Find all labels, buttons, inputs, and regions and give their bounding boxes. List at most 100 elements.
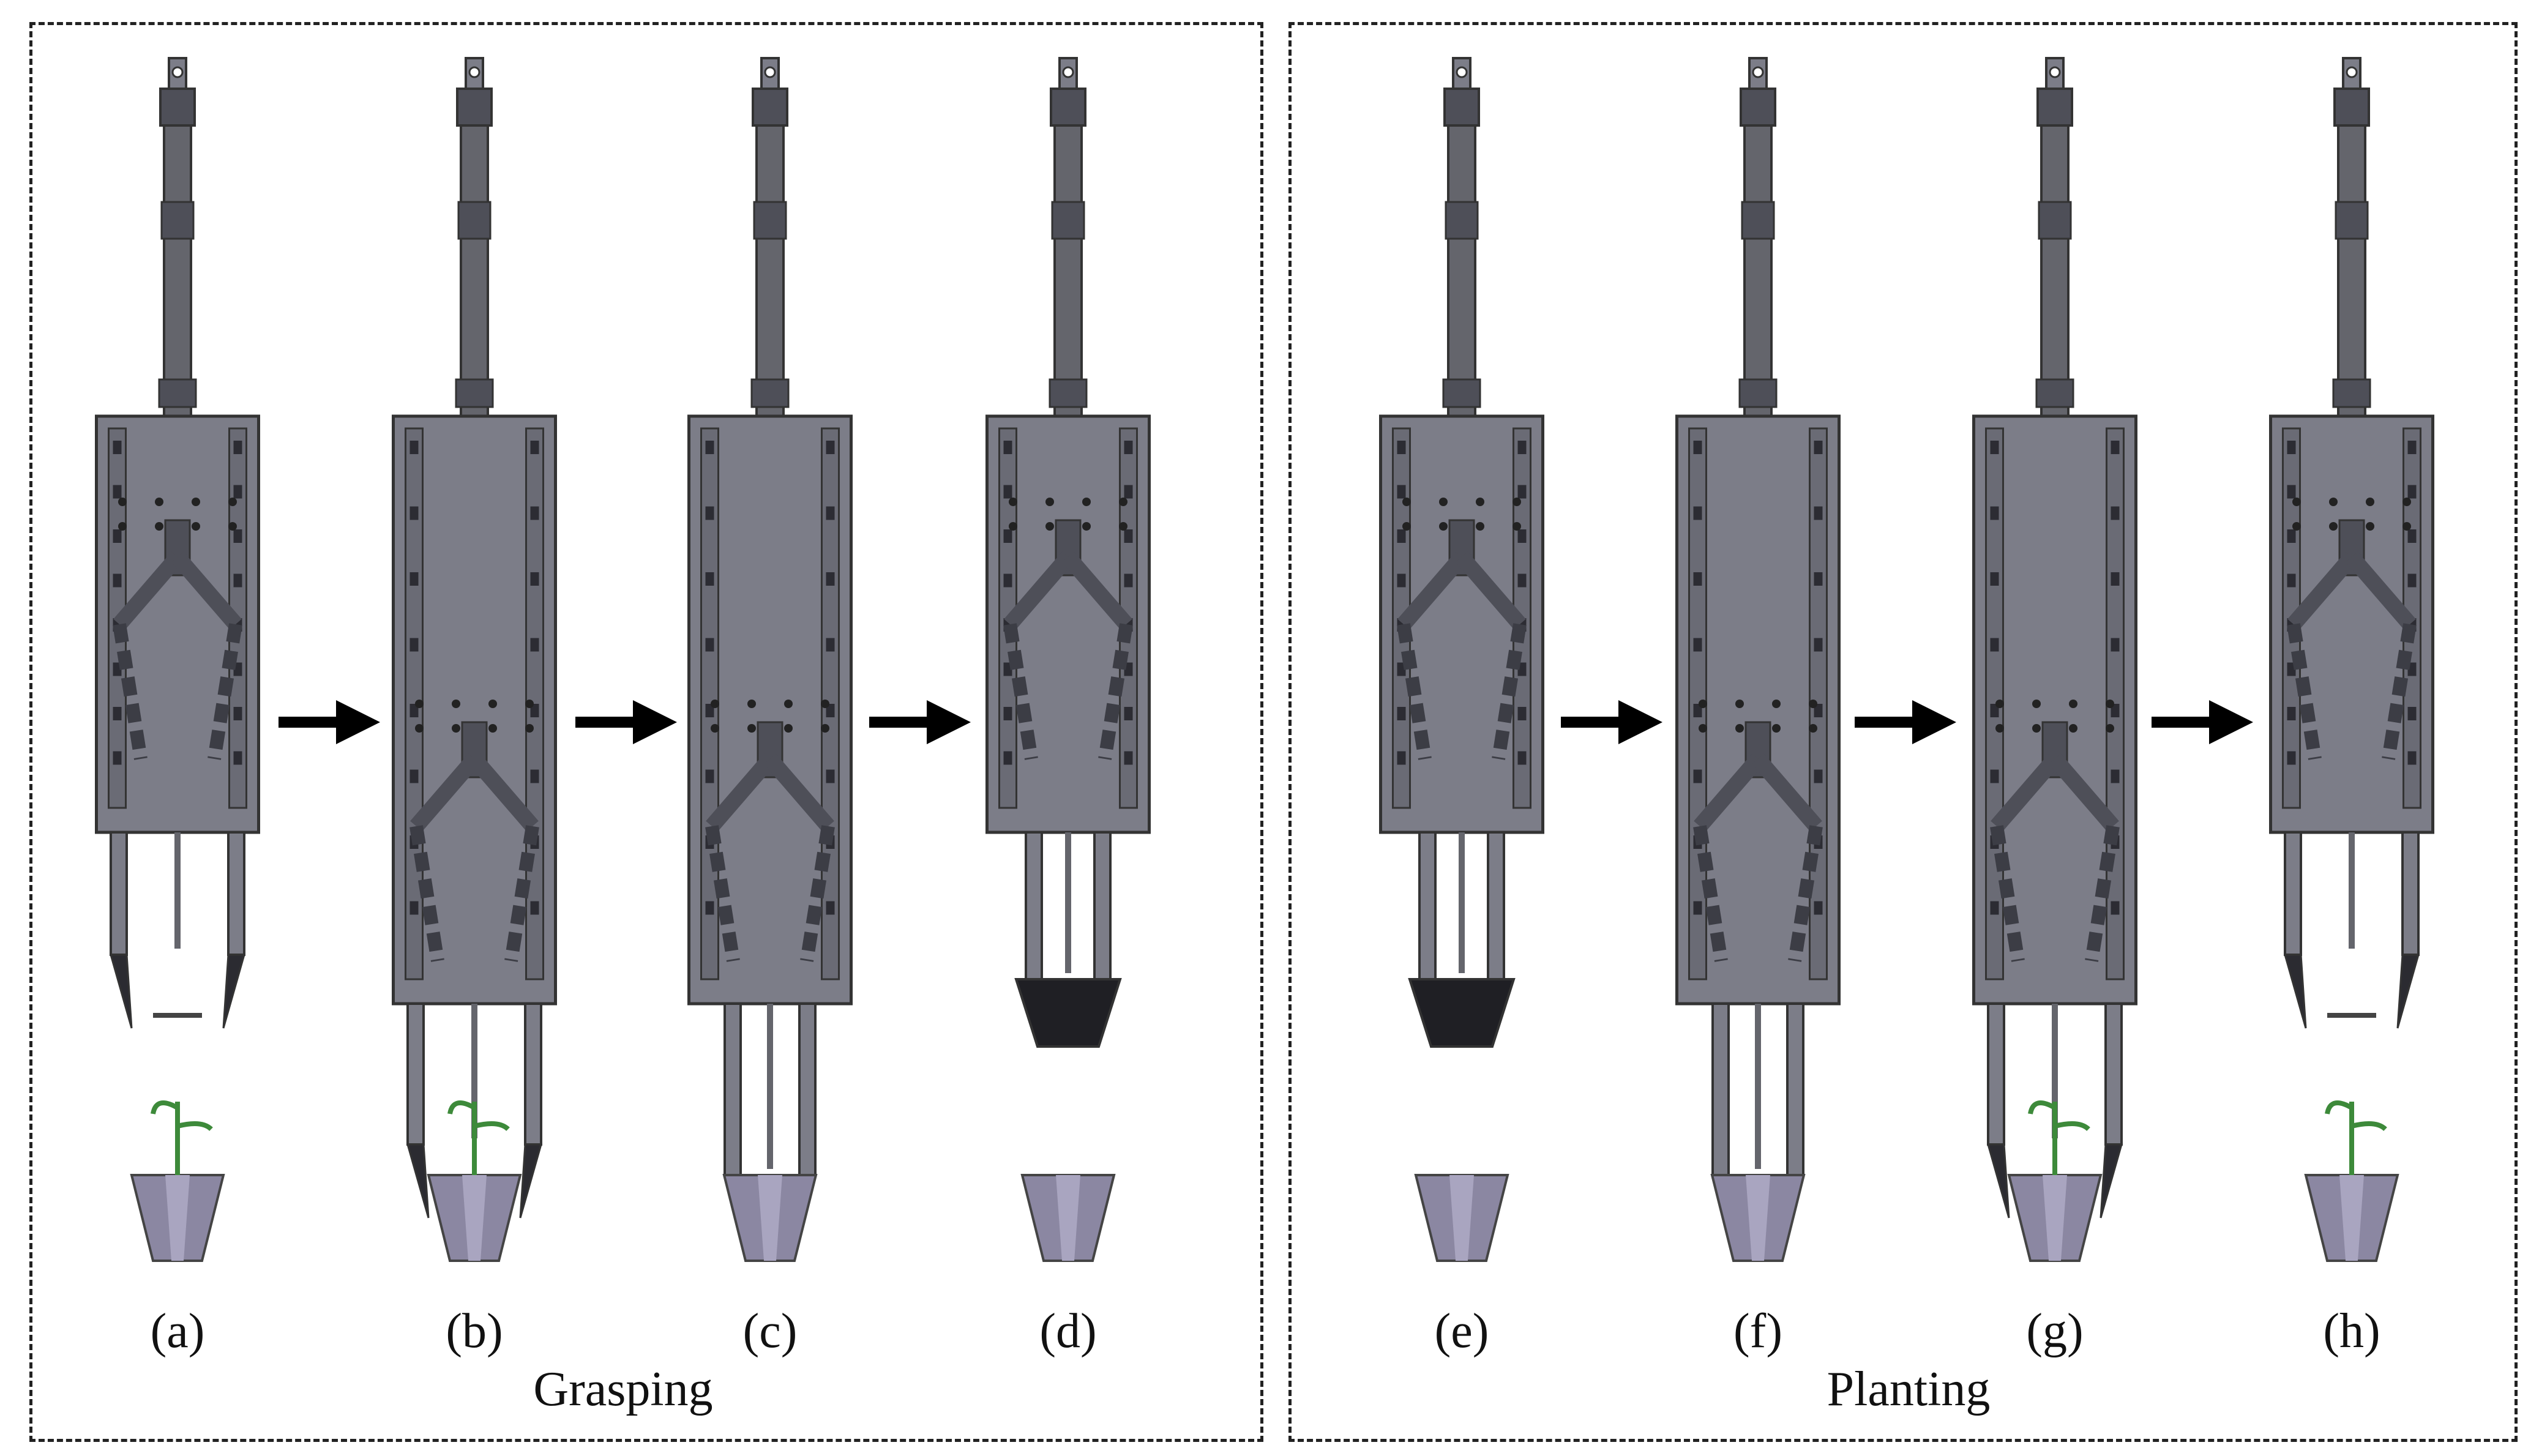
seedling-leaf-left <box>447 1100 476 1114</box>
cylinder-eye <box>1456 66 1468 78</box>
grasping-panel <box>29 22 1263 1442</box>
cylinder-collar <box>1445 201 1479 240</box>
rail-slot <box>530 769 539 783</box>
bolt-hole <box>488 700 497 708</box>
bolt-hole <box>2329 522 2338 531</box>
bolt-hole <box>415 700 424 708</box>
rail-slot <box>1814 506 1823 520</box>
bolt-hole <box>747 724 756 733</box>
bolt-hole <box>488 724 497 733</box>
rail-slot <box>409 901 419 915</box>
rail-slot <box>409 506 419 520</box>
linkage-arm-left <box>1004 551 1074 630</box>
bolt-hole <box>1402 522 1411 531</box>
rail-slot <box>1814 901 1823 915</box>
finger-right <box>1786 1002 1804 1176</box>
linkage-arm-left <box>410 753 481 832</box>
rail-slot <box>1124 485 1133 499</box>
rail-slot <box>1990 901 1999 915</box>
rail-slot <box>2407 573 2417 588</box>
bolt-hole <box>415 724 424 733</box>
seedling-leaf-right <box>177 1121 213 1132</box>
bolt-hole <box>118 522 127 531</box>
cylinder-mount <box>1049 378 1088 408</box>
cylinder-head <box>456 88 493 127</box>
cylinder-barrel <box>755 124 785 430</box>
rail-slot <box>1397 751 1406 765</box>
pot-highlight <box>2339 1175 2364 1261</box>
cylinder-barrel <box>2040 124 2070 430</box>
cylinder-mount <box>1738 378 1778 408</box>
bolt-hole <box>228 498 237 506</box>
cylinder-head <box>159 88 196 127</box>
rail-slot <box>2287 751 2296 765</box>
rail-slot <box>2111 638 2120 652</box>
rail-slot <box>705 901 714 915</box>
bolt-hole <box>821 724 829 733</box>
cylinder-eye <box>1752 66 1764 78</box>
chain-right <box>504 825 539 962</box>
caption-e: (e) <box>1434 1304 1489 1358</box>
bolt-hole <box>1439 498 1448 506</box>
rail-slot <box>1693 441 1702 454</box>
bolt-hole <box>1476 522 1484 531</box>
rail-slot <box>1517 751 1527 765</box>
bolt-hole <box>1735 700 1744 708</box>
finger-left <box>1025 831 1043 980</box>
stage-d <box>985 57 1151 1262</box>
bolt-hole <box>2403 522 2411 531</box>
finger-right <box>1093 831 1112 980</box>
rail-slot <box>1814 769 1823 783</box>
cylinder-collar <box>753 201 787 240</box>
rail-slot <box>113 441 122 454</box>
chain-left <box>1003 623 1038 760</box>
rail-slot <box>113 529 122 543</box>
plunger <box>2349 832 2355 949</box>
finger-left <box>110 831 128 956</box>
rail-slot <box>826 572 835 586</box>
cylinder-collar <box>2335 201 2369 240</box>
rail-slot <box>2287 707 2296 720</box>
cylinder-eye <box>171 66 184 78</box>
rail-slot <box>1003 707 1012 720</box>
stage-a <box>95 57 260 1262</box>
rail-slot <box>705 769 714 783</box>
finger-right <box>227 831 245 956</box>
pot-highlight <box>1746 1175 1770 1261</box>
rail-slot <box>1397 573 1406 588</box>
rail-slot <box>1990 638 1999 652</box>
bolt-hole <box>452 724 460 733</box>
stage-h <box>2269 57 2434 1262</box>
bolt-hole <box>192 522 200 531</box>
chain-right <box>2382 623 2417 760</box>
closed-claw <box>1014 978 1122 1048</box>
bolt-hole <box>2403 498 2411 506</box>
cylinder-mount <box>2035 378 2074 408</box>
cylinder-collar <box>1051 201 1085 240</box>
linkage-arm-right <box>1752 753 1822 832</box>
finger-right <box>798 1002 817 1176</box>
bolt-hole <box>784 700 793 708</box>
chain-left <box>1990 825 2025 962</box>
cylinder-mount <box>455 378 494 408</box>
bolt-hole <box>2032 724 2041 733</box>
tip-left <box>406 1143 430 1219</box>
rail-slot <box>2111 441 2120 454</box>
bolt-hole <box>1476 498 1484 506</box>
rail-slot <box>826 769 835 783</box>
bolt-hole <box>1009 498 1017 506</box>
bolt-hole <box>2032 700 2041 708</box>
cylinder-mount <box>2332 378 2371 408</box>
closed-claw <box>1408 978 1516 1048</box>
pot-highlight <box>165 1175 190 1261</box>
stage-c <box>687 57 853 1262</box>
cylinder-mount <box>1442 378 1481 408</box>
rail-slot <box>1003 573 1012 588</box>
linkage-arm-right <box>1062 551 1132 630</box>
linkage-arm-right <box>171 551 242 630</box>
bolt-hole <box>155 498 163 506</box>
rail-slot <box>2287 573 2296 588</box>
cylinder-collar <box>457 201 492 240</box>
plunger <box>174 832 181 949</box>
rail-slot <box>826 704 835 717</box>
